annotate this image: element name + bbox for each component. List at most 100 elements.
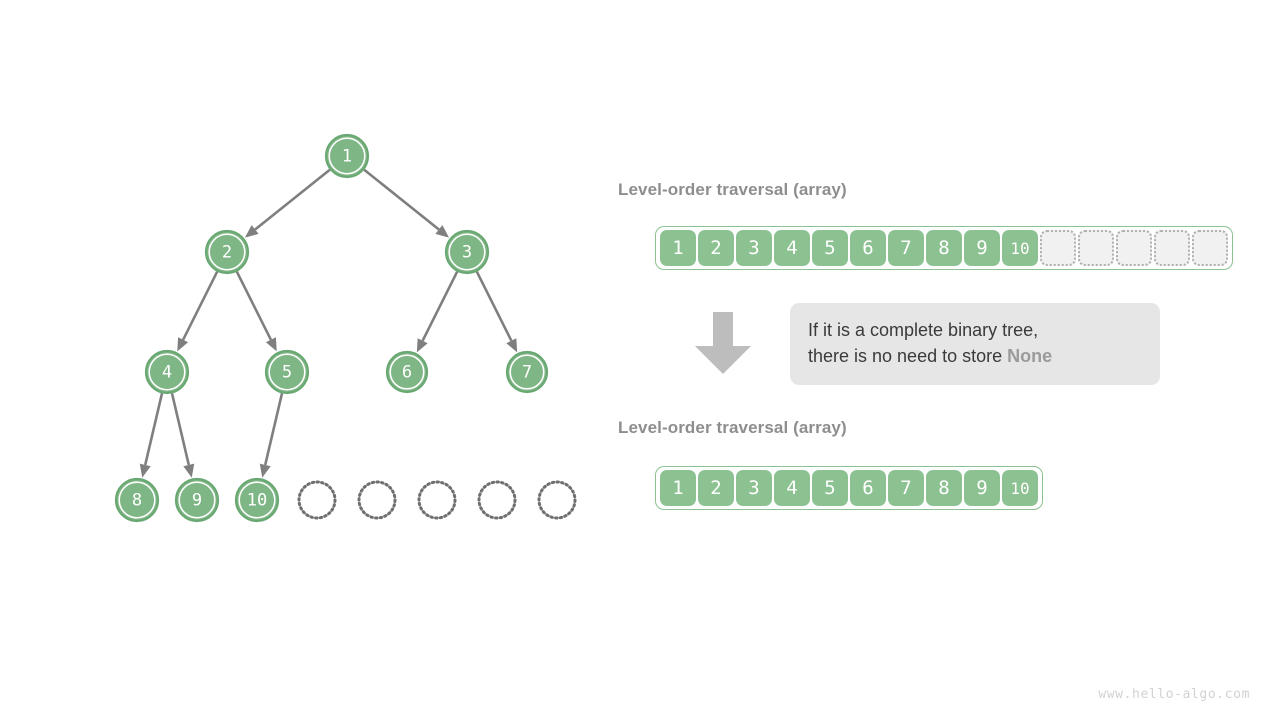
tree-edge-arrowhead (416, 338, 428, 353)
node-circle (324, 133, 370, 179)
array-cell[interactable]: 6 (850, 230, 886, 266)
array-cell[interactable]: 10 (1002, 470, 1038, 506)
tree-node-empty[interactable] (357, 480, 397, 520)
tree-nodes-layer: 1 2 3 4 5 6 7 8 9 10 (114, 133, 577, 523)
tree-node[interactable]: 10 (234, 477, 280, 523)
tree-node[interactable]: 3 (444, 229, 490, 275)
note-line-1: If it is a complete binary tree, (808, 320, 1039, 341)
tree-edge-arrowhead (265, 337, 277, 352)
tree-node[interactable]: 4 (144, 349, 190, 395)
array-cell[interactable]: 2 (698, 230, 734, 266)
array-cell-empty[interactable] (1078, 230, 1114, 266)
array-cell-empty[interactable] (1192, 230, 1228, 266)
node-inner-ring (448, 233, 486, 271)
array-cell[interactable]: 3 (736, 470, 772, 506)
array-cell[interactable]: 1 (660, 470, 696, 506)
node-label: 5 (282, 363, 292, 383)
empty-node-outline (357, 480, 397, 520)
node-inner-ring (328, 137, 366, 175)
tree-edge (475, 271, 513, 342)
bottom-array-label: Level-order traversal (array) (618, 418, 847, 437)
tree-edge (235, 271, 273, 341)
tree-edge (254, 168, 331, 231)
tree-edge (421, 271, 459, 342)
tree-node[interactable]: 2 (204, 229, 250, 275)
tree-edge (143, 393, 164, 466)
node-inner-ring (118, 481, 156, 519)
tree-edge-arrowhead (139, 463, 151, 478)
complete-binary-tree-note: If it is a complete binary tree, there i… (790, 303, 1160, 385)
tree-node[interactable]: 6 (385, 350, 429, 394)
note-line-2-prefix: there is no need to store (808, 346, 1008, 366)
tree-node[interactable]: 7 (505, 350, 549, 394)
node-label: 9 (192, 491, 202, 511)
array-cell[interactable]: 4 (774, 230, 810, 266)
node-circle (264, 349, 310, 395)
node-inner-ring (148, 353, 186, 391)
array-cell[interactable]: 1 (660, 230, 696, 266)
tree-node[interactable]: 1 (324, 133, 370, 179)
tree-edge (263, 393, 284, 466)
node-inner-ring (268, 353, 306, 391)
array-cell-empty[interactable] (1040, 230, 1076, 266)
node-circle (174, 477, 220, 523)
tree-edge-arrowhead (435, 225, 450, 238)
empty-node-outline (477, 480, 517, 520)
tree-node[interactable]: 5 (264, 349, 310, 395)
tree-edge (181, 271, 219, 341)
array-cell[interactable]: 2 (698, 470, 734, 506)
array-cell[interactable]: 6 (850, 470, 886, 506)
tree-edge (170, 393, 191, 466)
node-inner-ring (178, 481, 216, 519)
array-cell[interactable]: 5 (812, 230, 848, 266)
node-inner-ring (238, 481, 276, 519)
tree-node-empty[interactable] (477, 480, 517, 520)
node-label: 1 (342, 147, 352, 167)
empty-node-outline (537, 480, 577, 520)
tree-edge-arrowhead (259, 463, 271, 478)
node-circle (144, 349, 190, 395)
node-circle (234, 477, 280, 523)
node-label: 7 (522, 363, 532, 383)
array-cell[interactable]: 4 (774, 470, 810, 506)
array-cell[interactable]: 10 (1002, 230, 1038, 266)
tree-edges-layer (139, 168, 518, 478)
array-cell[interactable]: 8 (926, 230, 962, 266)
none-keyword: None (1007, 346, 1053, 366)
array-cell[interactable]: 3 (736, 230, 772, 266)
node-circle (444, 229, 490, 275)
tree-edge-arrowhead (177, 337, 189, 352)
empty-node-outline (417, 480, 457, 520)
node-inner-ring (208, 233, 246, 271)
array-cell[interactable]: 5 (812, 470, 848, 506)
tree-edge (363, 168, 440, 231)
node-label: 8 (132, 491, 142, 511)
watermark: www.hello-algo.com (1098, 687, 1250, 702)
tree-node-empty[interactable] (417, 480, 457, 520)
empty-node-outline (297, 480, 337, 520)
down-arrow-icon (695, 312, 751, 374)
node-circle (204, 229, 250, 275)
array-cell[interactable]: 7 (888, 230, 924, 266)
node-circle (385, 350, 429, 394)
tree-node-empty[interactable] (297, 480, 337, 520)
node-circle (114, 477, 160, 523)
tree-node-empty[interactable] (537, 480, 577, 520)
array-cell-empty[interactable] (1116, 230, 1152, 266)
tree-edge-arrowhead (183, 463, 195, 478)
node-label: 4 (162, 363, 172, 383)
tree-node[interactable]: 8 (114, 477, 160, 523)
array-cell[interactable]: 8 (926, 470, 962, 506)
array-cell[interactable]: 9 (964, 470, 1000, 506)
node-label: 3 (462, 243, 472, 263)
array-cell[interactable]: 9 (964, 230, 1000, 266)
node-inner-ring (509, 354, 545, 390)
tree-node[interactable]: 9 (174, 477, 220, 523)
node-circle (505, 350, 549, 394)
node-label: 10 (247, 491, 267, 511)
array-cell-empty[interactable] (1154, 230, 1190, 266)
tree-edge-arrowhead (506, 338, 518, 353)
array-cell[interactable]: 7 (888, 470, 924, 506)
